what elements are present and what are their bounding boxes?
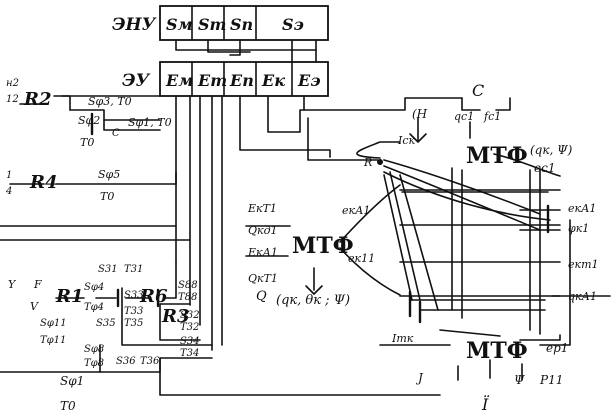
- c-label: C: [472, 81, 484, 100]
- t-88-label: T88: [178, 292, 197, 303]
- i-ddot-label: Ï: [481, 394, 490, 414]
- s-31-label: S31: [98, 264, 118, 275]
- mtf-bottom-label: МТФ: [466, 338, 528, 364]
- e-m-label: Eм: [165, 71, 193, 90]
- t-36-label: T36: [140, 356, 160, 367]
- left-top-a: н2: [6, 78, 19, 89]
- s-88-label: S88: [178, 280, 198, 291]
- t-35-label: T35: [124, 318, 143, 329]
- q-ka1-right-label: qкА1: [568, 290, 597, 303]
- t-phi8-label: Tφ8: [84, 358, 104, 369]
- s-phi11-label: Sφ11: [40, 318, 67, 329]
- j-bottom-label: J: [415, 371, 424, 385]
- f-c1-label: fс1: [483, 110, 501, 123]
- s-t-label: Sт: [198, 15, 226, 34]
- t-31-label: T31: [124, 264, 143, 275]
- r2-label: R2: [23, 89, 51, 110]
- i-tk-label: Iтк: [391, 332, 414, 345]
- s-phi1-t0-label: Sφ1, T0: [128, 116, 172, 129]
- q-ka1-left-label: Qкд1: [248, 224, 278, 237]
- enu-row: [159, 5, 329, 41]
- e-k11-mid-label: eк11: [348, 252, 375, 265]
- enu-label: ЭНУ: [112, 15, 157, 35]
- s-32-label: S32: [180, 310, 200, 321]
- s-p-label: Sп: [230, 15, 253, 34]
- e-e-label: Eэ: [297, 71, 321, 90]
- e-c1-label: eс1: [534, 161, 555, 175]
- s-phi3-t0-label: Sφ3, T0: [88, 95, 132, 108]
- r3-label: R3: [161, 306, 189, 327]
- psi-bottom-label: Ψ: [514, 373, 525, 387]
- r-junction: [377, 159, 383, 165]
- left-mid-b: 4: [5, 186, 12, 197]
- y-label: Y: [8, 278, 17, 291]
- i-sk-label: Iск: [397, 134, 416, 147]
- e-k-label: Eк: [261, 71, 285, 90]
- r-small-label: R: [363, 156, 372, 169]
- bus-lines: [61, 95, 463, 351]
- t-phi4-label: Tφ4: [84, 302, 104, 313]
- r6-label: R6: [139, 286, 168, 307]
- e-kt1-right-label: eкт1: [568, 258, 599, 271]
- s-phi1-bottom-label: Sφ1: [60, 374, 84, 388]
- s-33-label: S33: [124, 290, 144, 301]
- left-mid-a: 1: [6, 170, 12, 181]
- s-phi8-label: Sφ8: [84, 344, 104, 355]
- phi-k1-label: φк1: [568, 222, 589, 235]
- q-kt1-left-label: QкТ1: [248, 272, 278, 285]
- s-36-label: S36: [116, 356, 136, 367]
- t0-b-label: T0: [100, 190, 114, 203]
- s-34-label: S34: [180, 336, 200, 347]
- t-phi11-label: Tφ11: [40, 335, 66, 346]
- h-label: (H: [412, 107, 428, 121]
- eu-row: [159, 61, 329, 97]
- right-network: [307, 117, 611, 381]
- s-m-label: Sм: [166, 15, 193, 34]
- v-label: V: [30, 300, 39, 313]
- left-network: [0, 95, 441, 396]
- f-label: F: [33, 278, 42, 291]
- e-p1-label: eр1: [546, 341, 568, 355]
- mtf-middle-label: МТФ: [292, 233, 354, 259]
- e-t-label: Eт: [197, 71, 227, 90]
- s-35-label: S35: [96, 318, 116, 329]
- t0-a-label: T0: [80, 136, 94, 149]
- e-p-label: Eп: [229, 71, 254, 90]
- s-phi5-label: Sφ5: [98, 168, 120, 181]
- energy-unit-block: [159, 5, 329, 97]
- e-ka1-mid-label: eкА1: [342, 204, 370, 217]
- c-small-label: C: [112, 128, 120, 139]
- mid-params-label: (qк, θк ; Ψ): [276, 293, 350, 308]
- q-big-label: Q: [256, 289, 267, 304]
- e-ka1-left-label: EкА1: [247, 246, 278, 259]
- s-e-label: Sэ: [282, 15, 304, 34]
- t-34-label: T34: [180, 348, 199, 359]
- s-phi4-label: Sφ4: [84, 282, 104, 293]
- eu-label: ЭУ: [122, 71, 151, 91]
- r1-label: R1: [55, 286, 83, 307]
- left-top-b: 12: [6, 94, 19, 105]
- s-phi2-label: Sφ2: [78, 114, 100, 127]
- mtf-top-label: МТФ: [466, 143, 528, 169]
- qk-psi-label: (qк, Ψ): [530, 143, 573, 157]
- p-11-label: P11: [539, 373, 563, 387]
- t-33-label: T33: [124, 306, 143, 317]
- t0-c-label: T0: [60, 399, 76, 413]
- r4-label: R4: [29, 172, 57, 193]
- e-ka1-right-label: eкА1: [568, 202, 596, 215]
- t-32-label: T32: [180, 322, 199, 333]
- top-mtf-node: [356, 97, 561, 177]
- q-c1-label: qс1: [454, 110, 474, 123]
- e-kt1-left-label: EкТ1: [247, 202, 277, 215]
